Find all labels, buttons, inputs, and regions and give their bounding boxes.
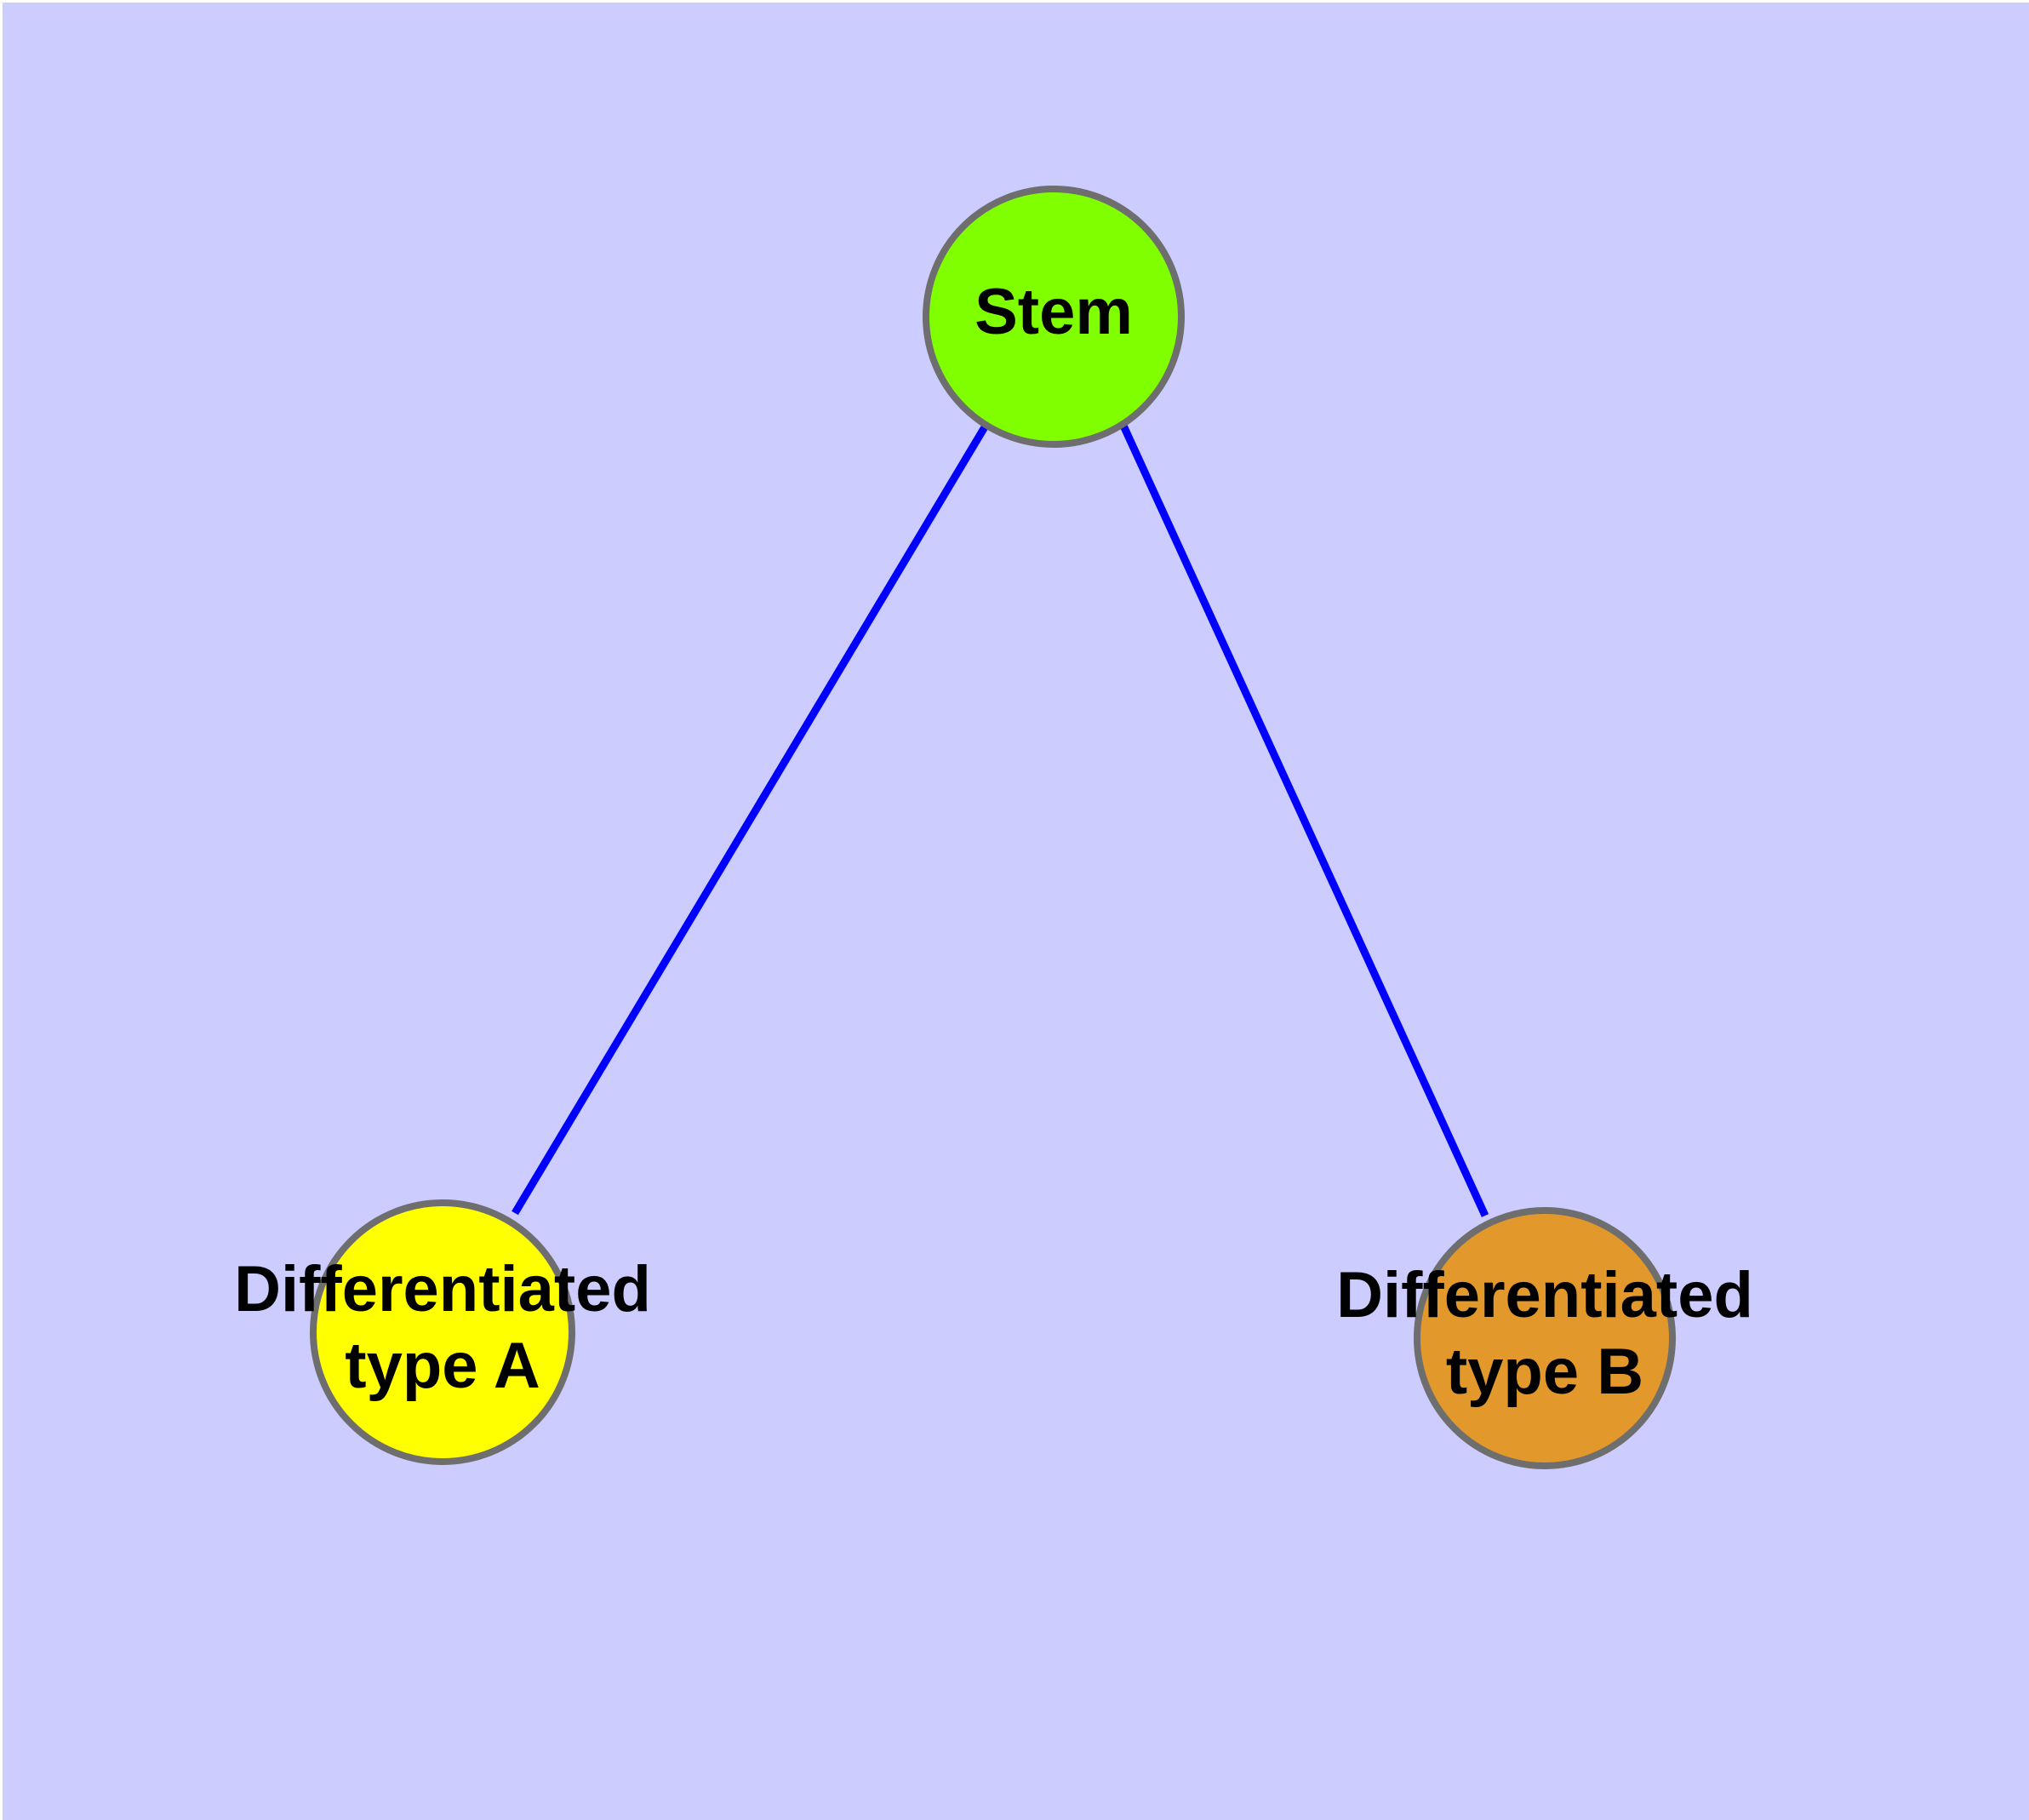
node-circle-diff_a[interactable] <box>310 1199 575 1465</box>
node-label-diff_a: type A <box>345 1330 540 1402</box>
node-label-stem: Stem <box>974 276 1133 348</box>
node-stem[interactable]: Stem <box>923 186 1185 448</box>
node-circle-diff_b[interactable] <box>1414 1207 1676 1469</box>
edge-stem-to-a[interactable] <box>512 423 989 1216</box>
node-label-diff_a: Differentiated <box>234 1253 651 1325</box>
edge-stem-to-b[interactable] <box>1119 424 1489 1217</box>
node-label-diff_b: type B <box>1446 1336 1643 1408</box>
node-label-diff_b: Differentiated <box>1336 1259 1753 1331</box>
edges-group <box>512 423 1489 1217</box>
node-circle-stem[interactable] <box>923 186 1185 448</box>
